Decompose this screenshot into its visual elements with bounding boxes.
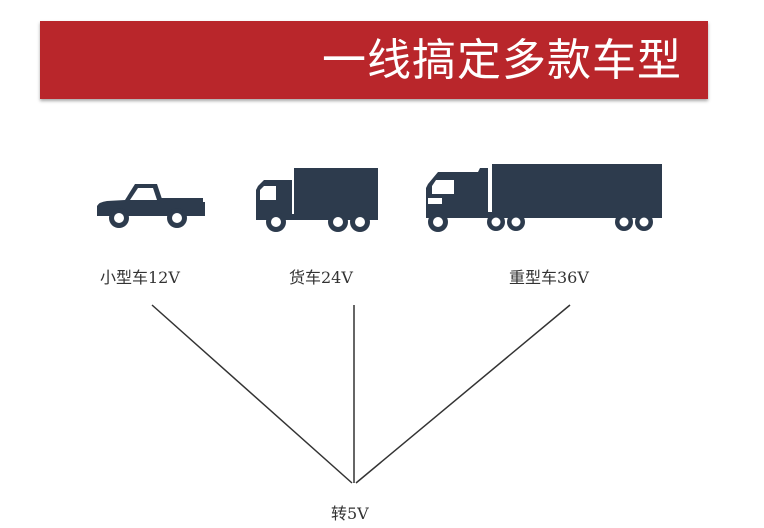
connector-line-right [355, 304, 571, 484]
vehicle-label-small-car: 小型车12V [100, 268, 180, 287]
box-truck-icon [256, 168, 378, 232]
output-label: 转5V [331, 504, 369, 523]
vehicle-label-truck: 货车24V [289, 268, 353, 287]
connector-line-left [151, 304, 353, 484]
pickup-truck-icon [97, 184, 205, 228]
title-banner: 一线搞定多款车型 [40, 21, 708, 99]
banner-title: 一线搞定多款车型 [322, 35, 682, 86]
semi-truck-icon [426, 164, 662, 232]
vehicle-label-heavy-truck: 重型车36V [509, 268, 589, 287]
